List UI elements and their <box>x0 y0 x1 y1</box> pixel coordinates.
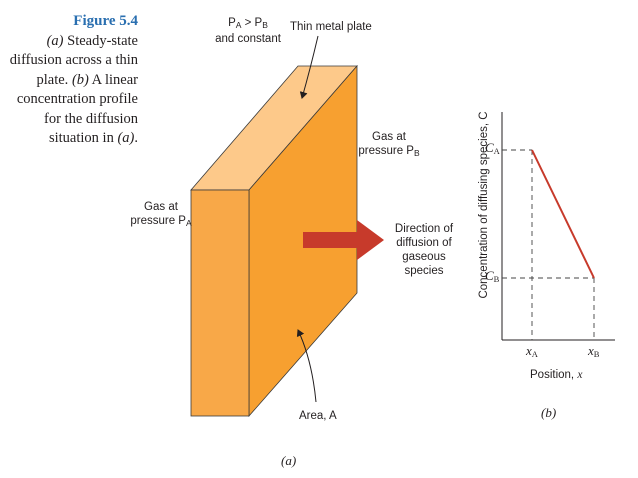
gas-b-label: Gas at pressure PB <box>354 130 424 160</box>
tick-ca-sub: A <box>493 146 500 156</box>
diffusion-direction-arrow <box>303 220 384 260</box>
pressure-condition-line2: and constant <box>215 33 281 45</box>
gas-a-sub: A <box>185 218 192 228</box>
plate-pointer-arrow <box>299 35 319 99</box>
caption-part-a-text: Steady-state diffusion across a thin pla… <box>9 32 138 88</box>
tick-ca-letter: C <box>485 140 494 155</box>
area-label: Area, A <box>299 410 337 422</box>
gas-b-line1: Gas at <box>372 131 406 143</box>
gas-b-sub: B <box>413 148 420 158</box>
caption-part-b-ref: (a) <box>117 130 135 146</box>
tick-xa-letter: x <box>526 343 532 358</box>
pressure-gt-symbol: > P <box>241 17 263 29</box>
tick-label-xb: xB <box>588 344 599 361</box>
caption-part-b-letter: (b) <box>71 71 89 88</box>
tick-cb-sub: B <box>493 274 500 284</box>
figure-caption: Figure 5.4 (a) Steady-state diffusion ac… <box>0 12 138 149</box>
tick-xb-sub: B <box>593 349 600 359</box>
concentration-profile-line <box>531 149 595 279</box>
tick-label-cb: CB <box>485 269 499 286</box>
plate-label: Thin metal plate <box>290 21 372 33</box>
gas-b-pressure-text: pressure P <box>358 145 414 157</box>
plate-front-face <box>190 189 250 417</box>
tick-xa-sub: A <box>531 349 538 359</box>
area-pointer-arrow <box>296 329 317 403</box>
gas-a-line1: Gas at <box>144 201 178 213</box>
concentration-profile-graph <box>501 112 615 341</box>
gas-a-label: Gas at pressure PA <box>128 200 194 230</box>
direction-line3: gaseous species <box>402 251 446 277</box>
caption-end: . <box>134 130 138 146</box>
pressure-p-symbol: P <box>228 17 236 29</box>
caption-part-b-text: A linear concentration profile for the d… <box>16 71 138 147</box>
diffusion-direction-label: Direction of diffusion of gaseous specie… <box>384 222 464 278</box>
pressure-sub-b: B <box>262 20 268 30</box>
direction-line1: Direction of <box>394 223 454 235</box>
direction-line2: diffusion of <box>396 237 452 249</box>
gas-a-line2: pressure PA <box>128 214 194 230</box>
tick-label-xa: xA <box>526 344 538 361</box>
x-axis-label-var: x <box>577 369 583 381</box>
gas-b-line2: pressure PB <box>354 144 424 160</box>
tick-label-ca: CA <box>485 141 500 158</box>
pressure-condition-label: PA > PB and constant <box>208 16 288 46</box>
caption-body: (a) Steady-state diffusion across a thin… <box>0 32 138 149</box>
caption-part-a-letter: (a) <box>46 32 64 49</box>
pressure-sub-a: A <box>235 20 242 30</box>
x-axis-label: Position, x <box>530 368 582 382</box>
figure-number: Figure 5.4 <box>73 13 138 29</box>
x-axis-label-text: Position, <box>530 369 578 381</box>
tick-cb-letter: C <box>485 268 494 283</box>
panel-a-label: (a) <box>281 453 297 468</box>
pressure-condition-line1: PA > PB <box>208 16 288 32</box>
panel-b-label: (b) <box>541 405 557 420</box>
tick-xb-letter: x <box>588 343 594 358</box>
gas-a-pressure-text: pressure P <box>130 215 186 227</box>
